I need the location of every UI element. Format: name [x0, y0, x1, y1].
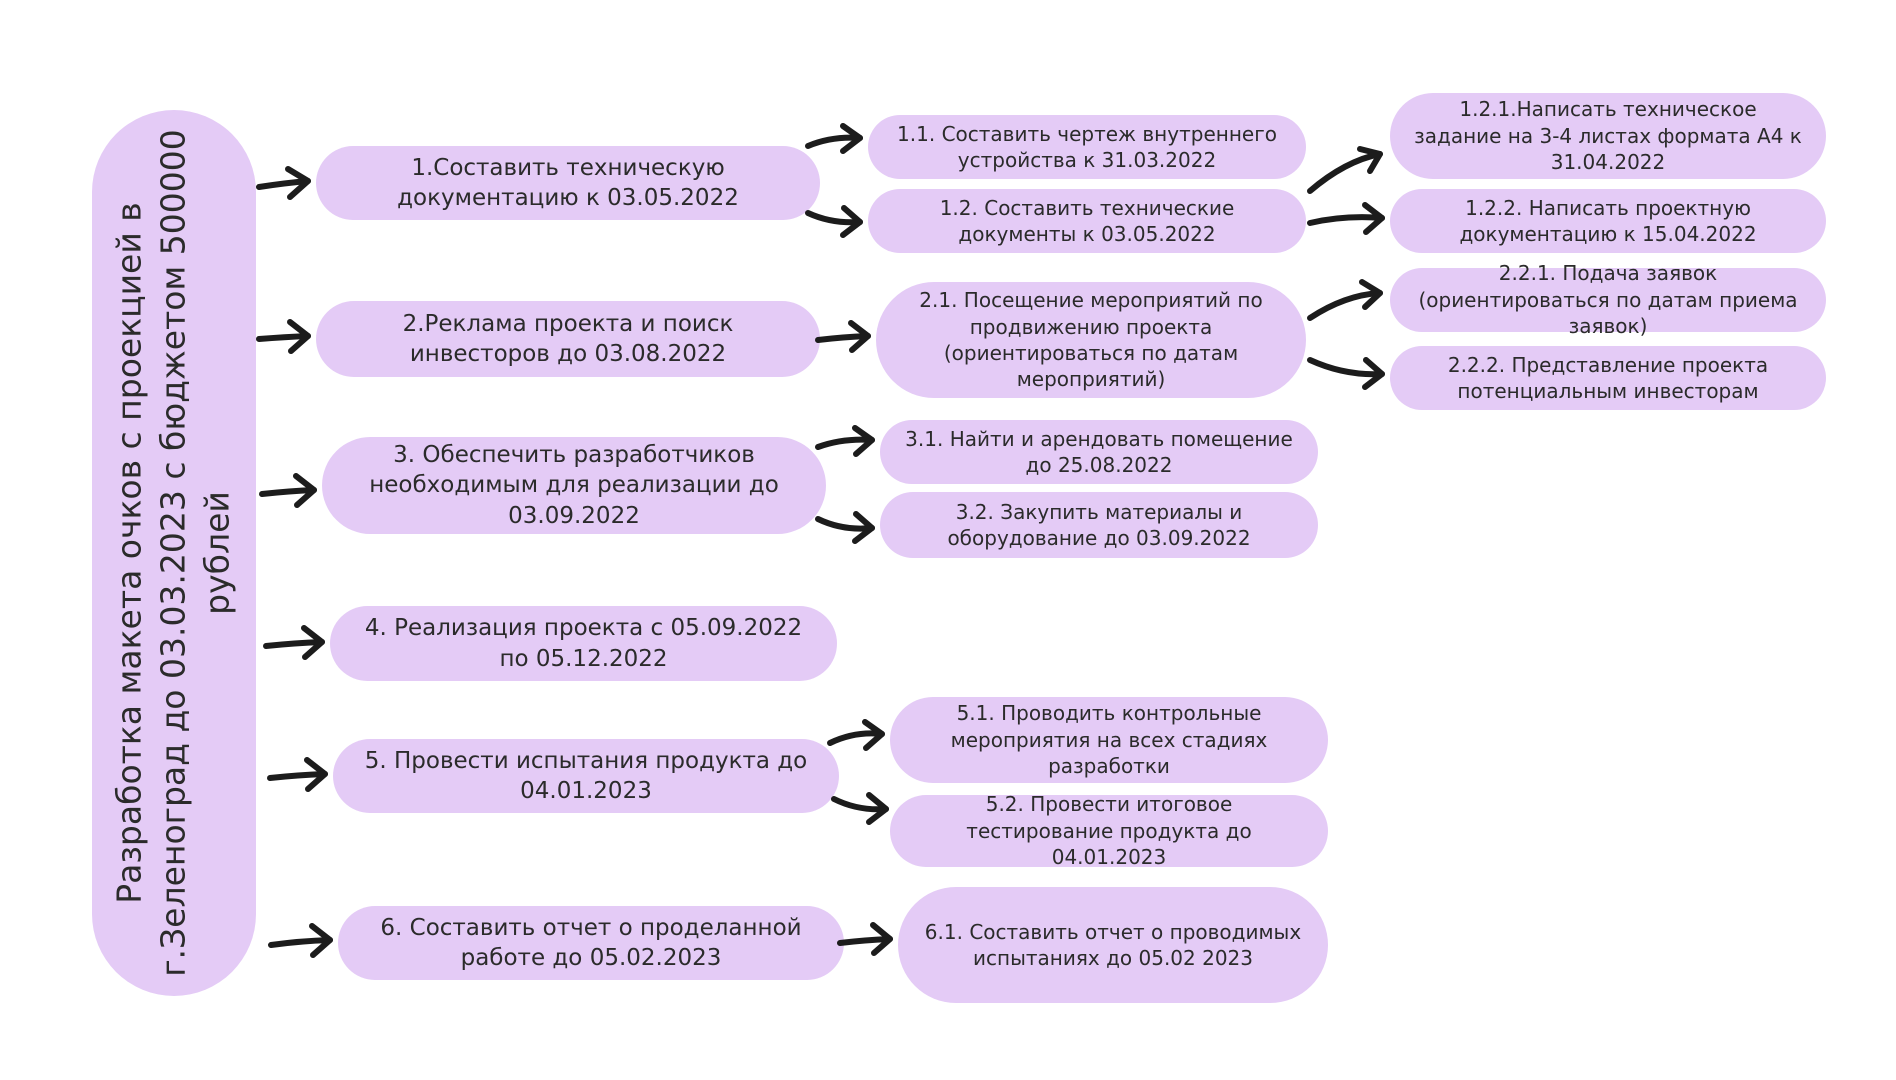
task-3-node: 3. Обеспечить разработчиков необходимым … — [322, 437, 826, 534]
arrow-root-to-task-6 — [268, 923, 333, 958]
subtask-3-1-node: 3.1. Найти и арендовать помещение до 25.… — [880, 420, 1318, 484]
subtask-3-2-node: 3.2. Закупить материалы и оборудование д… — [880, 492, 1318, 558]
subtask-2-1-node: 2.1. Посещение мероприятий по продвижени… — [876, 282, 1306, 398]
root-node — [92, 110, 256, 996]
subtask-6-1-node: 6.1. Составить отчет о проводимых испыта… — [898, 887, 1328, 1003]
arrow-subtask-1-2-to-subsubtask-1-2-2 — [1307, 202, 1385, 235]
arrow-task-1-to-subtask-1-2 — [805, 205, 863, 238]
arrow-task-3-to-subtask-3-2 — [815, 511, 875, 544]
task-4-node: 4. Реализация проекта с 05.09.2022 по 05… — [330, 606, 837, 681]
arrow-subtask-2-1-to-subsubtask-2-2-1 — [1307, 279, 1383, 321]
arrow-root-to-task-1 — [256, 166, 311, 200]
arrow-task-5-to-subtask-5-2 — [831, 792, 889, 825]
subsubtask-1-2-1-node: 1.2.1.Написать техническое задание на 3-… — [1390, 93, 1826, 179]
task-2-node: 2.Реклама проекта и поиск инвесторов до … — [316, 301, 820, 377]
root-node-label: Разработка макета очков с проекцией в г.… — [109, 129, 238, 977]
subtask-1-2-node: 1.2. Составить технические документы к 0… — [868, 189, 1306, 253]
arrow-subtask-1-2-to-subsubtask-1-2-1 — [1307, 146, 1383, 194]
arrow-task-1-to-subtask-1-1 — [805, 123, 863, 154]
task-5-node: 5. Провести испытания продукта до 04.01.… — [333, 739, 839, 813]
arrow-task-5-to-subtask-5-1 — [827, 719, 885, 751]
task-1-node: 1.Составить техническую документацию к 0… — [316, 146, 820, 220]
arrow-task-6-to-subtask-6-1 — [837, 922, 893, 956]
arrow-subtask-2-1-to-subsubtask-2-2-2 — [1307, 357, 1385, 390]
arrow-root-to-task-2 — [256, 319, 311, 354]
subsubtask-2-2-1-node: 2.2.1. Подача заявок (ориентироваться по… — [1390, 261, 1826, 338]
arrow-task-3-to-subtask-3-1 — [815, 425, 875, 457]
subtask-5-1-node: 5.1. Проводить контрольные мероприятия н… — [890, 697, 1328, 783]
arrow-root-to-task-5 — [267, 757, 328, 792]
task-6-node: 6. Составить отчет о проделанной работе … — [338, 906, 844, 980]
subtask-5-2-node: 5.2. Провести итоговое тестирование прод… — [890, 792, 1328, 869]
subsubtask-1-2-2-node: 1.2.2. Написать проектную документацию к… — [1390, 189, 1826, 253]
arrow-root-to-task-4 — [263, 625, 325, 660]
subtask-1-1-node: 1.1. Составить чертеж внутреннего устрой… — [868, 115, 1306, 179]
subsubtask-2-2-2-node: 2.2.2. Представление проекта потенциальн… — [1390, 346, 1826, 410]
arrow-task-2-to-subtask-2-1 — [815, 320, 871, 353]
arrow-root-to-task-3 — [259, 473, 317, 508]
